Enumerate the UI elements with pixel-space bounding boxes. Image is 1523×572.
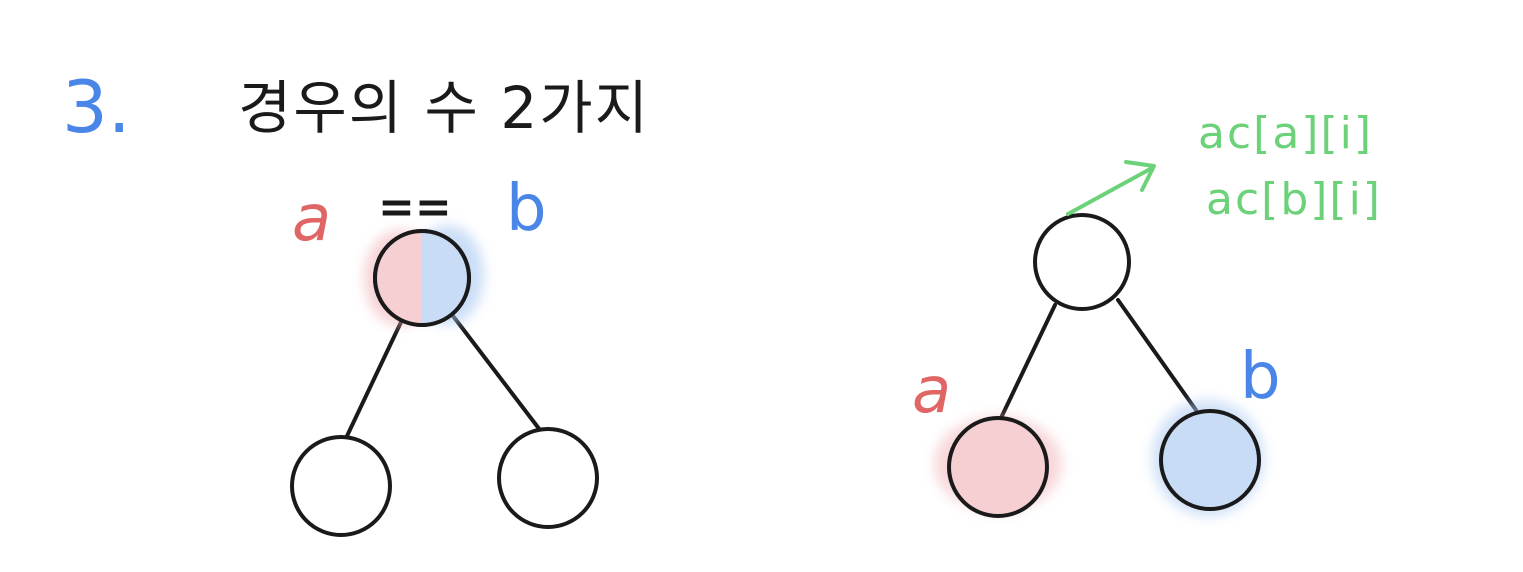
root-node-blue-half [422, 231, 469, 325]
label-a: a [292, 182, 331, 256]
ancestor-expression-b: ac[b][i] [1206, 174, 1382, 225]
left-child-node-a [947, 416, 1049, 518]
label-b: b [1240, 340, 1281, 414]
ancestor-expression-a: ac[a][i] [1198, 108, 1373, 159]
tree-case-same-node: a == b [290, 172, 599, 537]
edge-root-right [1116, 298, 1198, 412]
label-a: a [912, 354, 951, 428]
edge-root-left [998, 303, 1057, 422]
edge-root-right [448, 310, 542, 432]
root-node [1033, 213, 1131, 311]
left-child-node [290, 435, 392, 537]
right-child-node [497, 427, 599, 529]
arrow-shaft [1066, 166, 1154, 216]
label-b: b [506, 172, 547, 246]
root-node-red-half [375, 231, 422, 325]
right-child-node-b [1159, 409, 1261, 511]
arrow-head [1124, 160, 1156, 192]
root-node-outline [373, 229, 471, 327]
heading-title: 경우의 수 2가지 [238, 74, 650, 142]
tree-case-split: a b ac[a][i] ac[b][i] [912, 108, 1382, 518]
equality-operator: == [378, 182, 452, 233]
edge-root-left [345, 318, 404, 438]
step-number: 3. [62, 65, 131, 149]
